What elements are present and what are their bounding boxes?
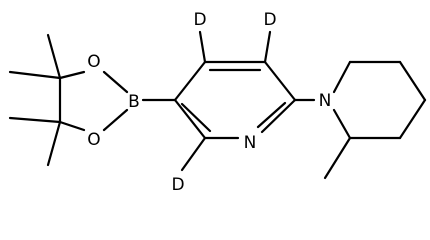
atom-label-oxygen-bottom: O xyxy=(87,130,100,150)
atom-label-d-bottom: D xyxy=(171,175,184,195)
piperidine-bond xyxy=(398,60,427,102)
boronate-bond xyxy=(58,70,86,80)
methyl-bond xyxy=(46,120,62,167)
pyridine-bond xyxy=(173,60,207,102)
methyl-bond xyxy=(8,70,62,80)
atom-label-boron: B xyxy=(128,92,140,112)
piperidine-bond xyxy=(332,108,352,140)
piperidine-bond xyxy=(332,60,352,94)
atom-label-oxygen-top: O xyxy=(87,52,100,72)
deuterium-bond xyxy=(180,136,207,172)
atom-labels: D D D B O O N N xyxy=(87,10,331,195)
atom-label-d-top-right: D xyxy=(263,10,276,30)
bond-lines xyxy=(8,30,427,180)
methyl-bond xyxy=(8,116,62,124)
pyridine-bond xyxy=(256,101,287,129)
methyl-bond xyxy=(323,136,352,180)
molecule-structure-diagram: D D D B O O N N xyxy=(8,10,427,195)
atom-label-nitrogen-piperidine: N xyxy=(319,91,332,111)
pyridine-bond xyxy=(260,98,297,134)
boronate-bond xyxy=(102,70,129,94)
methyl-bond xyxy=(46,33,62,80)
atom-label-nitrogen-ring: N xyxy=(244,133,257,153)
boronate-bond xyxy=(58,120,86,132)
deuterium-bond xyxy=(198,30,207,64)
boronate-bond xyxy=(102,108,129,132)
deuterium-bond xyxy=(263,30,272,64)
piperidine-bond xyxy=(398,98,427,140)
pyridine-bond xyxy=(173,98,207,140)
pyridine-bond xyxy=(263,60,297,102)
atom-label-d-top-left: D xyxy=(193,10,206,30)
pyridine-bond xyxy=(180,102,212,133)
